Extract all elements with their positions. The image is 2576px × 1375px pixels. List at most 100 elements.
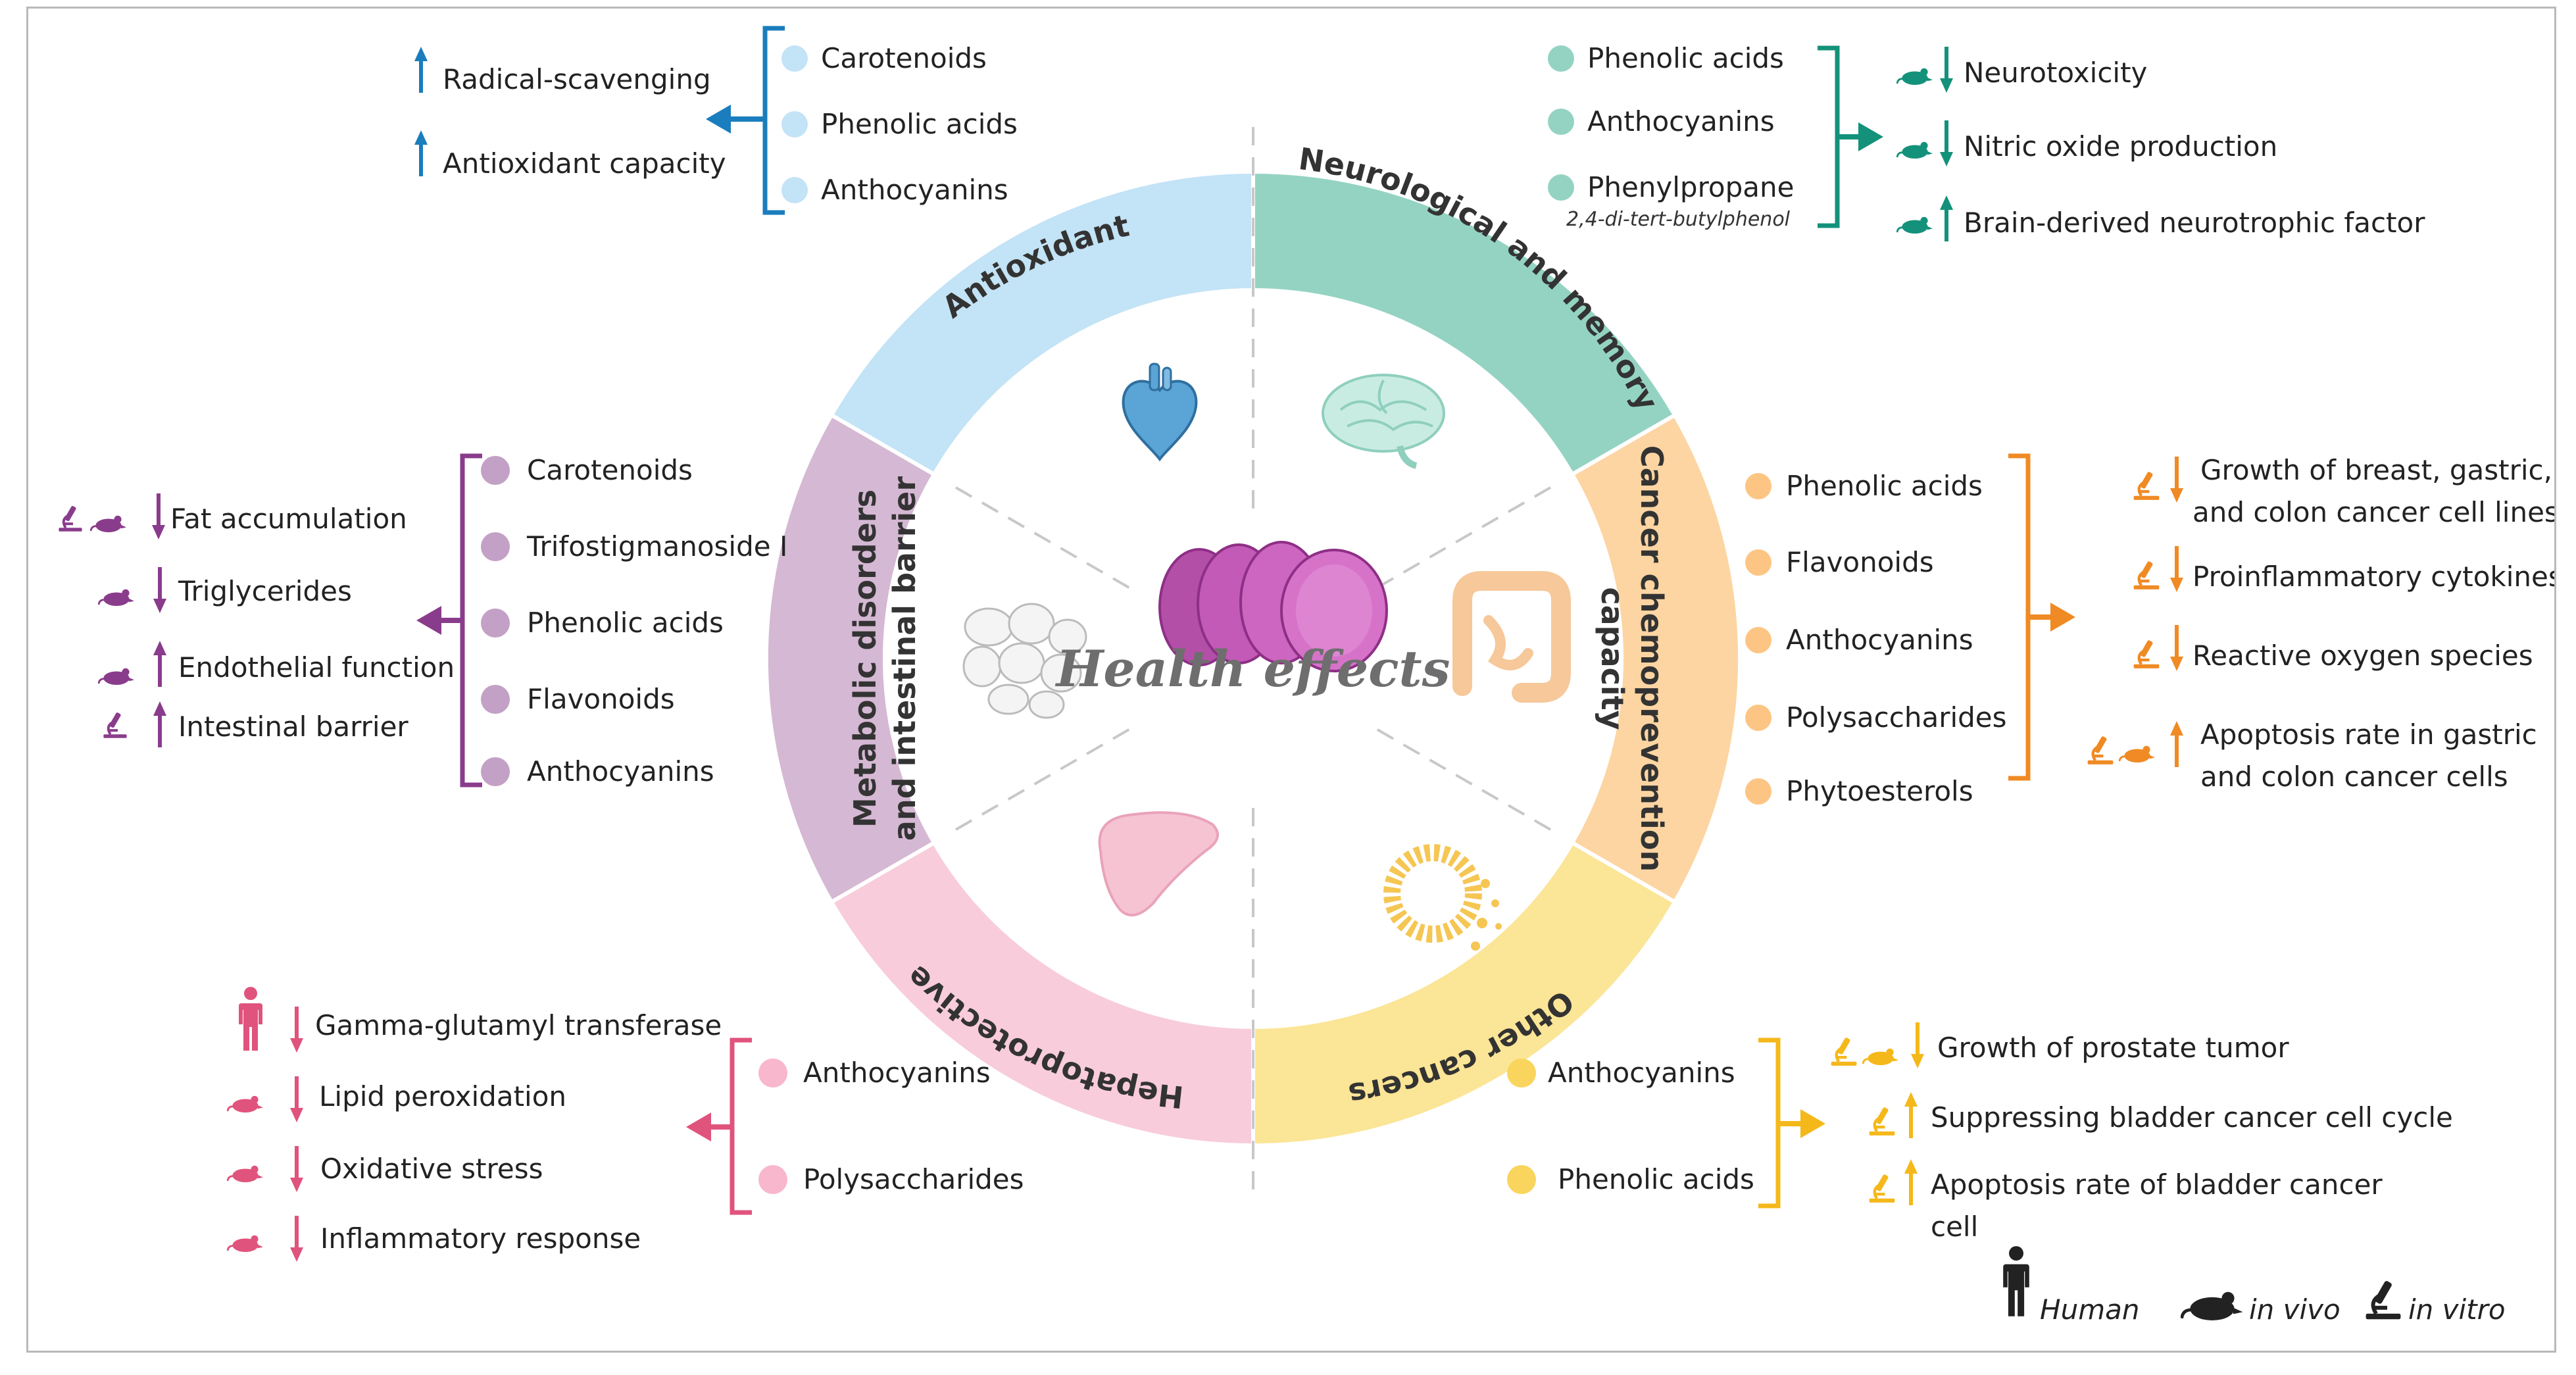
effect-label: Triglycerides <box>178 575 352 607</box>
cancer-panel: Phenolic acids Flavonoids Anthocyanins P… <box>1745 453 2554 807</box>
in-vitro-icon <box>1870 1107 1895 1136</box>
compound-item: Anthocyanins <box>1587 105 1775 138</box>
compound-item: Polysaccharides <box>803 1163 1024 1195</box>
other-effects: Growth of prostate tumor Suppressing bla… <box>1831 1022 2453 1243</box>
arrow-up-icon <box>153 701 166 747</box>
arrow-up-icon <box>1940 195 1953 241</box>
heart-icon <box>1122 362 1198 462</box>
neuro-effects: Neurotoxicity Nitric oxide production Br… <box>1896 47 2425 241</box>
effect-label: Fat accumulation <box>170 503 407 535</box>
arrow-up-icon <box>414 47 428 93</box>
antioxidant-compounds: Carotenoids Phenolic acids Anthocyanins <box>781 42 1018 206</box>
arrow-up-icon <box>153 641 166 687</box>
bracket <box>460 453 482 788</box>
bracket <box>1758 1038 1781 1209</box>
effect-label: Growth of breast, gastric, <box>2200 454 2552 486</box>
pointer-arrowhead <box>706 105 731 134</box>
compound-item: Phenolic acids <box>1786 470 1983 502</box>
segment-other <box>1251 839 1678 1148</box>
in-vivo-icon <box>98 588 135 607</box>
arrow-down-icon <box>290 1216 303 1262</box>
compound-item: Phenolic acids <box>527 607 724 639</box>
effect-label: Endothelial function <box>178 651 455 684</box>
effect-label: Proinflammatory cytokines <box>2192 561 2554 593</box>
in-vitro-icon <box>2366 1280 2401 1319</box>
hepato-compounds: Anthocyanins Polysaccharides <box>758 1057 1024 1195</box>
human-icon <box>2003 1246 2029 1316</box>
segment-metabolic <box>764 412 937 905</box>
compound-item: Flavonoids <box>1786 546 1934 578</box>
in-vivo-icon <box>2182 1292 2243 1320</box>
compound-item: Phytoesterols <box>1786 775 1973 807</box>
sweet-potato-icon <box>1158 541 1388 672</box>
compound-item: Phenylpropane <box>1587 171 1795 203</box>
in-vitro-icon <box>2088 736 2114 764</box>
segment-neuro <box>1251 169 1678 478</box>
divider-lines <box>954 127 1552 1193</box>
segment-hepato <box>828 839 1255 1148</box>
antioxidant-panel: Carotenoids Phenolic acids Anthocyanins … <box>414 26 1018 215</box>
svg-text:and intestinal barrier: and intestinal barrier <box>887 476 922 841</box>
in-vivo-icon <box>1896 216 1933 235</box>
bracket <box>730 1038 752 1215</box>
effect-label: Apoptosis rate in gastric <box>2200 718 2537 751</box>
svg-text:Metabolic disorders: Metabolic disorders <box>847 489 883 828</box>
bracket <box>2008 453 2031 781</box>
compound-item: Polysaccharides <box>1786 701 2007 734</box>
arrow-down-icon <box>2170 546 2183 592</box>
arrow-down-icon <box>2170 625 2183 671</box>
in-vitro-icon <box>1831 1037 1857 1066</box>
arrow-down-icon <box>290 1146 303 1192</box>
in-vivo-icon <box>1862 1047 1899 1066</box>
pointer-arrowhead <box>1800 1109 1825 1138</box>
hepato-panel: Anthocyanins Polysaccharides Gamma-gluta… <box>227 987 1024 1262</box>
in-vitro-icon <box>1870 1174 1895 1203</box>
figure-frame: Antioxidant Neurological and memory Othe… <box>26 7 2556 1353</box>
arrow-down-icon <box>290 1076 303 1122</box>
compound-item: Anthocyanins <box>1548 1057 1735 1089</box>
effect-label: Neurotoxicity <box>1964 57 2147 89</box>
legend-in-vitro: in vitro <box>2408 1293 2506 1326</box>
effect-label: Brain-derived neurotrophic factor <box>1964 207 2425 239</box>
compound-item: Trifostigmanoside I <box>526 530 787 562</box>
arrow-up-icon <box>1904 1092 1918 1138</box>
tumor-cells-icon <box>1383 844 1502 951</box>
svg-text:Cancer chemoprevention: Cancer chemoprevention <box>1634 445 1670 872</box>
in-vivo-icon <box>98 667 135 686</box>
svg-text:capacity: capacity <box>1595 587 1630 730</box>
compound-item: Anthocyanins <box>821 174 1008 206</box>
in-vitro-icon <box>2134 561 2160 589</box>
effect-label: Growth of prostate tumor <box>1937 1032 2289 1064</box>
arrow-down-icon <box>2170 457 2183 503</box>
in-vivo-icon <box>1896 141 1933 160</box>
effect-label: Nitric oxide production <box>1964 130 2277 162</box>
bracket <box>1818 45 1840 228</box>
effect-label: Radical-scavenging <box>443 63 711 95</box>
compound-item: Carotenoids <box>527 454 693 486</box>
neuro-panel: Phenolic acids Anthocyanins Phenylpropan… <box>1548 42 2425 241</box>
compound-note: 2,4-di-tert-butylphenol <box>1566 208 1791 231</box>
brain-icon <box>1322 374 1445 469</box>
in-vivo-icon <box>227 1164 264 1184</box>
other-compounds: Anthocyanins Phenolic acids <box>1507 1057 1754 1195</box>
center-title: Health effects <box>1055 639 1450 698</box>
ring: Antioxidant Neurological and memory Othe… <box>764 127 1743 1193</box>
legend-in-vivo: in vivo <box>2249 1293 2341 1326</box>
segment-antioxidant <box>828 169 1255 478</box>
effect-label: Oxidative stress <box>320 1153 543 1185</box>
metabolic-panel: Carotenoids Trifostigmanoside I Phenolic… <box>59 453 787 788</box>
liver-icon <box>1098 811 1219 916</box>
arrow-up-icon <box>1904 1159 1918 1205</box>
arrow-up-icon <box>414 130 428 176</box>
effect-label: Intestinal barrier <box>178 711 409 743</box>
human-icon <box>239 987 262 1051</box>
in-vivo-icon <box>1896 67 1933 86</box>
pointer-arrowhead <box>686 1112 711 1141</box>
in-vivo-icon <box>90 514 127 534</box>
in-vitro-icon <box>2134 471 2160 500</box>
cancer-compounds: Phenolic acids Flavonoids Anthocyanins P… <box>1745 470 2007 807</box>
effect-label: and colon cancer cell lines <box>2192 496 2554 528</box>
compound-item: Anthocyanins <box>527 755 714 788</box>
arrow-down-icon <box>1940 120 1953 166</box>
intestine-icon <box>1452 571 1571 703</box>
